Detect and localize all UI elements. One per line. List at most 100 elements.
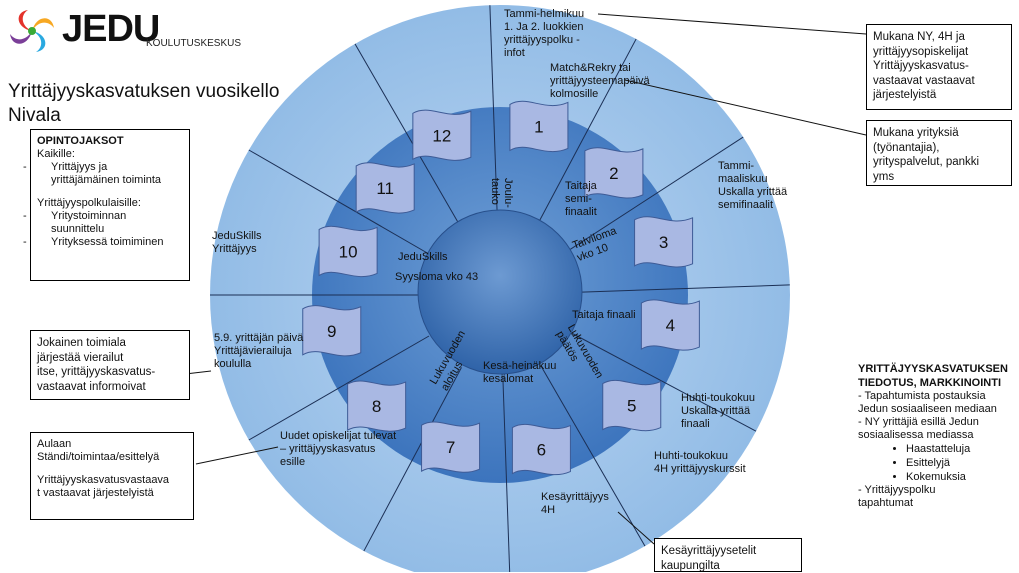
opintojaksot-heading: OPINTOJAKSOT bbox=[37, 135, 124, 147]
month-flag-number: 6 bbox=[537, 441, 546, 460]
month-flag-shape bbox=[318, 225, 378, 278]
month-flag-number: 11 bbox=[376, 179, 394, 198]
tiedotus-bullet: Kokemuksia bbox=[906, 470, 1016, 484]
month-flag: 1 bbox=[509, 100, 569, 153]
label-uudet-opiskelijat: Uudet opiskelijat tulevat – yrittäjyyska… bbox=[280, 430, 397, 468]
month-flag-shape bbox=[347, 380, 407, 432]
wheel-spoke bbox=[363, 367, 462, 552]
page-title-line1: Yrittäjyyskasvatuksen vuosikello bbox=[8, 81, 280, 102]
month-flag: 5 bbox=[602, 379, 662, 432]
month-flag: 7 bbox=[421, 421, 481, 473]
month-flag-number: 7 bbox=[446, 438, 455, 457]
box-aulaan-text2: Yrittäjyyskasvatusvastaava t vastaavat j… bbox=[37, 474, 170, 499]
month-flag-shape bbox=[640, 299, 700, 351]
label-match-rekry: Match&Rekry tai yrittäjyysteemapäivä kol… bbox=[550, 62, 650, 100]
label-tammi-maalis: Tammi- maaliskuu Uskalla yrittää semifin… bbox=[718, 160, 788, 211]
box-mukana-ny: Mukana NY, 4H ja yrittäjyysopiskelijat Y… bbox=[866, 24, 1012, 110]
month-flag-number: 3 bbox=[659, 233, 668, 252]
tiedotus-heading-1: YRITTÄJYYSKASVATUKSEN bbox=[858, 363, 1008, 375]
box-aulaan-text1: Aulaan Ständi/toimintaa/esittelyä bbox=[37, 438, 160, 463]
jedu-logo: JEDU KOULUTUSKESKUS bbox=[6, 6, 246, 56]
tiedotus-block: YRITTÄJYYSKASVATUKSEN TIEDOTUS, MARKKINO… bbox=[858, 362, 1016, 510]
label-taitaja-finaali: Taitaja finaali bbox=[572, 309, 636, 321]
wheel-spoke bbox=[248, 335, 430, 441]
label-taitaja-semi: Taitaja semi- finaalit bbox=[565, 180, 597, 218]
tiedotus-line-3: - Yrittäjyyspolku tapahtumat bbox=[858, 484, 936, 509]
label-syysloma: Syysloma vko 43 bbox=[395, 271, 479, 283]
label-huhti-touko-kurssit: Huhti-toukokuu 4H yrittäjyyskurssit bbox=[654, 450, 746, 475]
opintojaksot-kaikille-item-text: Yrittäjyys ja yrittäjämäinen toiminta bbox=[51, 161, 162, 186]
box-mukana-yrityksia: Mukana yrityksiä (työnantajia), yrityspa… bbox=[866, 120, 1012, 186]
month-flag-number: 10 bbox=[339, 242, 358, 261]
wheel-spoke bbox=[572, 333, 757, 432]
month-flag-number: 8 bbox=[372, 397, 381, 416]
opintojaksot-polku-item: Yritystoiminnan suunnittelu bbox=[37, 210, 183, 236]
wheel-spoke bbox=[489, 5, 498, 214]
tiedotus-heading-2: TIEDOTUS, MARKKINOINTI bbox=[858, 377, 1001, 389]
opintojaksot-polku-item: Yrityksessä toimiminen bbox=[37, 236, 183, 249]
label-kesa-heinakuu: Kesä-heinäkuu kesälomat bbox=[483, 360, 557, 385]
month-flag-number: 2 bbox=[609, 164, 618, 183]
page-title-line2: Nivala bbox=[8, 105, 61, 126]
tiedotus-bullets: Haastatteluja Esittelyjä Kokemuksia bbox=[858, 442, 1016, 484]
opintojaksot-kaikille: Kaikille: bbox=[37, 148, 75, 160]
box-opintojaksot: OPINTOJAKSOT Kaikille: Yrittäjyys ja yri… bbox=[30, 129, 190, 281]
month-flag: 9 bbox=[302, 305, 362, 357]
tiedotus-line-2: - NY yrittäjiä esillä Jedun sosiaalisess… bbox=[858, 416, 979, 441]
month-flag-shape bbox=[511, 423, 571, 476]
label-yrittajan-paiva: 5.9. yrittäjän päivä Yrittäjävierailuja … bbox=[214, 332, 304, 370]
month-flag: 4 bbox=[640, 299, 700, 351]
month-flag: 10 bbox=[318, 225, 378, 278]
month-flag-number: 4 bbox=[666, 316, 675, 335]
box-jokainen-toimiala: Jokainen toimiala järjestää vierailut it… bbox=[30, 330, 190, 400]
month-flag-number: 1 bbox=[534, 117, 543, 136]
opintojaksot-polku-item-text: Yrityksessä toimiminen bbox=[51, 236, 164, 248]
month-flag: 11 bbox=[355, 162, 415, 214]
wheel-spoke bbox=[581, 284, 790, 293]
label-kesayrittajyys: Kesäyrittäjyys 4H bbox=[541, 491, 609, 516]
tiedotus-line-1: - Tapahtumista postauksia Jedun sosiaali… bbox=[858, 390, 997, 415]
month-flag-number: 12 bbox=[432, 126, 451, 145]
wheel-spoke bbox=[538, 38, 637, 223]
logo-name: JEDU bbox=[62, 8, 160, 50]
tiedotus-bullet: Haastatteluja bbox=[906, 442, 1016, 456]
month-flag: 8 bbox=[347, 380, 407, 432]
month-flag-shape bbox=[302, 305, 362, 357]
box-kesayrittajyysetelit: Kesäyrittäjyysetelit kaupungilta bbox=[654, 538, 802, 572]
jedu-swirl-icon bbox=[10, 10, 54, 52]
month-flag-shape bbox=[355, 162, 415, 214]
opintojaksot-polku: Yrittäjyyspolkulaisille: bbox=[37, 197, 141, 209]
month-flag-shape bbox=[602, 379, 662, 432]
box-aulaan: Aulaan Ständi/toimintaa/esittelyä Yrittä… bbox=[30, 432, 194, 520]
label-huhti-touko-uskalla: Huhti-toukokuu Uskalla yrittää finaali bbox=[681, 392, 755, 430]
month-flag: 2 bbox=[584, 147, 644, 199]
wheel-center bbox=[417, 209, 583, 375]
month-flag-number: 9 bbox=[327, 322, 336, 341]
wheel-spoke bbox=[502, 376, 511, 572]
wheel-spoke bbox=[354, 43, 460, 225]
label-joulutauko: Joulu- tauko bbox=[489, 178, 514, 208]
opintojaksot-kaikille-item: Yrittäjyys ja yrittäjämäinen toiminta bbox=[37, 161, 183, 187]
wheel-spoke bbox=[248, 149, 430, 255]
month-flag-shape bbox=[584, 147, 644, 199]
logo-subtitle: KOULUTUSKESKUS bbox=[146, 38, 242, 49]
wheel-spokes bbox=[210, 5, 790, 572]
month-flag: 12 bbox=[412, 109, 472, 161]
leader-lines bbox=[167, 13, 867, 545]
page-title: Yrittäjyyskasvatuksen vuosikello Nivala bbox=[8, 80, 279, 128]
month-flag: 6 bbox=[511, 423, 571, 476]
month-flag-shape bbox=[634, 216, 694, 268]
tiedotus-bullet: Esittelyjä bbox=[906, 456, 1016, 470]
label-tammi-helmikuu: Tammi-helmikuu 1. Ja 2. luokkien yrittäj… bbox=[504, 8, 585, 59]
label-jeduskills-inner: JeduSkills bbox=[398, 251, 448, 263]
month-flag: 3 bbox=[634, 216, 694, 268]
month-flag-shape bbox=[421, 421, 481, 473]
wheel-spoke bbox=[568, 136, 744, 251]
wheel-spoke bbox=[540, 365, 646, 547]
month-flag-shape bbox=[509, 100, 569, 153]
month-flag-shape bbox=[412, 109, 472, 161]
month-flag-number: 5 bbox=[627, 397, 636, 416]
opintojaksot-polku-item-text: Yritystoiminnan suunnittelu bbox=[51, 210, 127, 235]
